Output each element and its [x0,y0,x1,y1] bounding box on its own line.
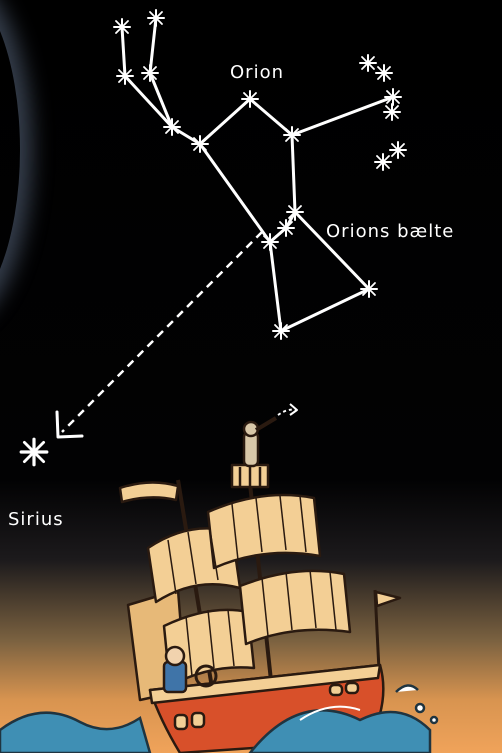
star-icon [390,142,406,158]
star-icon [262,234,278,250]
orion-label: Orion [230,62,284,83]
star-icon [142,65,158,81]
star-icon [384,104,400,120]
orions-belt-label: Orions bælte [326,221,454,242]
star-icon [376,65,392,81]
star-icon [114,19,130,35]
flag-icon [376,592,400,606]
star-icon [148,10,164,26]
star-icon [164,119,180,135]
arrow-icon [57,232,262,437]
star-icon [361,281,377,297]
star-icon [273,323,289,339]
star-icon [375,154,391,170]
flag-icon [120,482,178,502]
star-icon [117,68,133,84]
star-icon [360,55,376,71]
ship-icon [120,404,400,753]
star-icon [242,91,258,107]
sirius-star-icon [21,439,47,465]
star-icon [385,89,401,105]
telescope-icon [244,404,297,466]
star-icon [192,136,208,152]
star-icon [284,127,300,143]
star-icon [287,204,303,220]
star-icon [278,220,294,236]
sirius-label: Sirius [8,509,64,530]
